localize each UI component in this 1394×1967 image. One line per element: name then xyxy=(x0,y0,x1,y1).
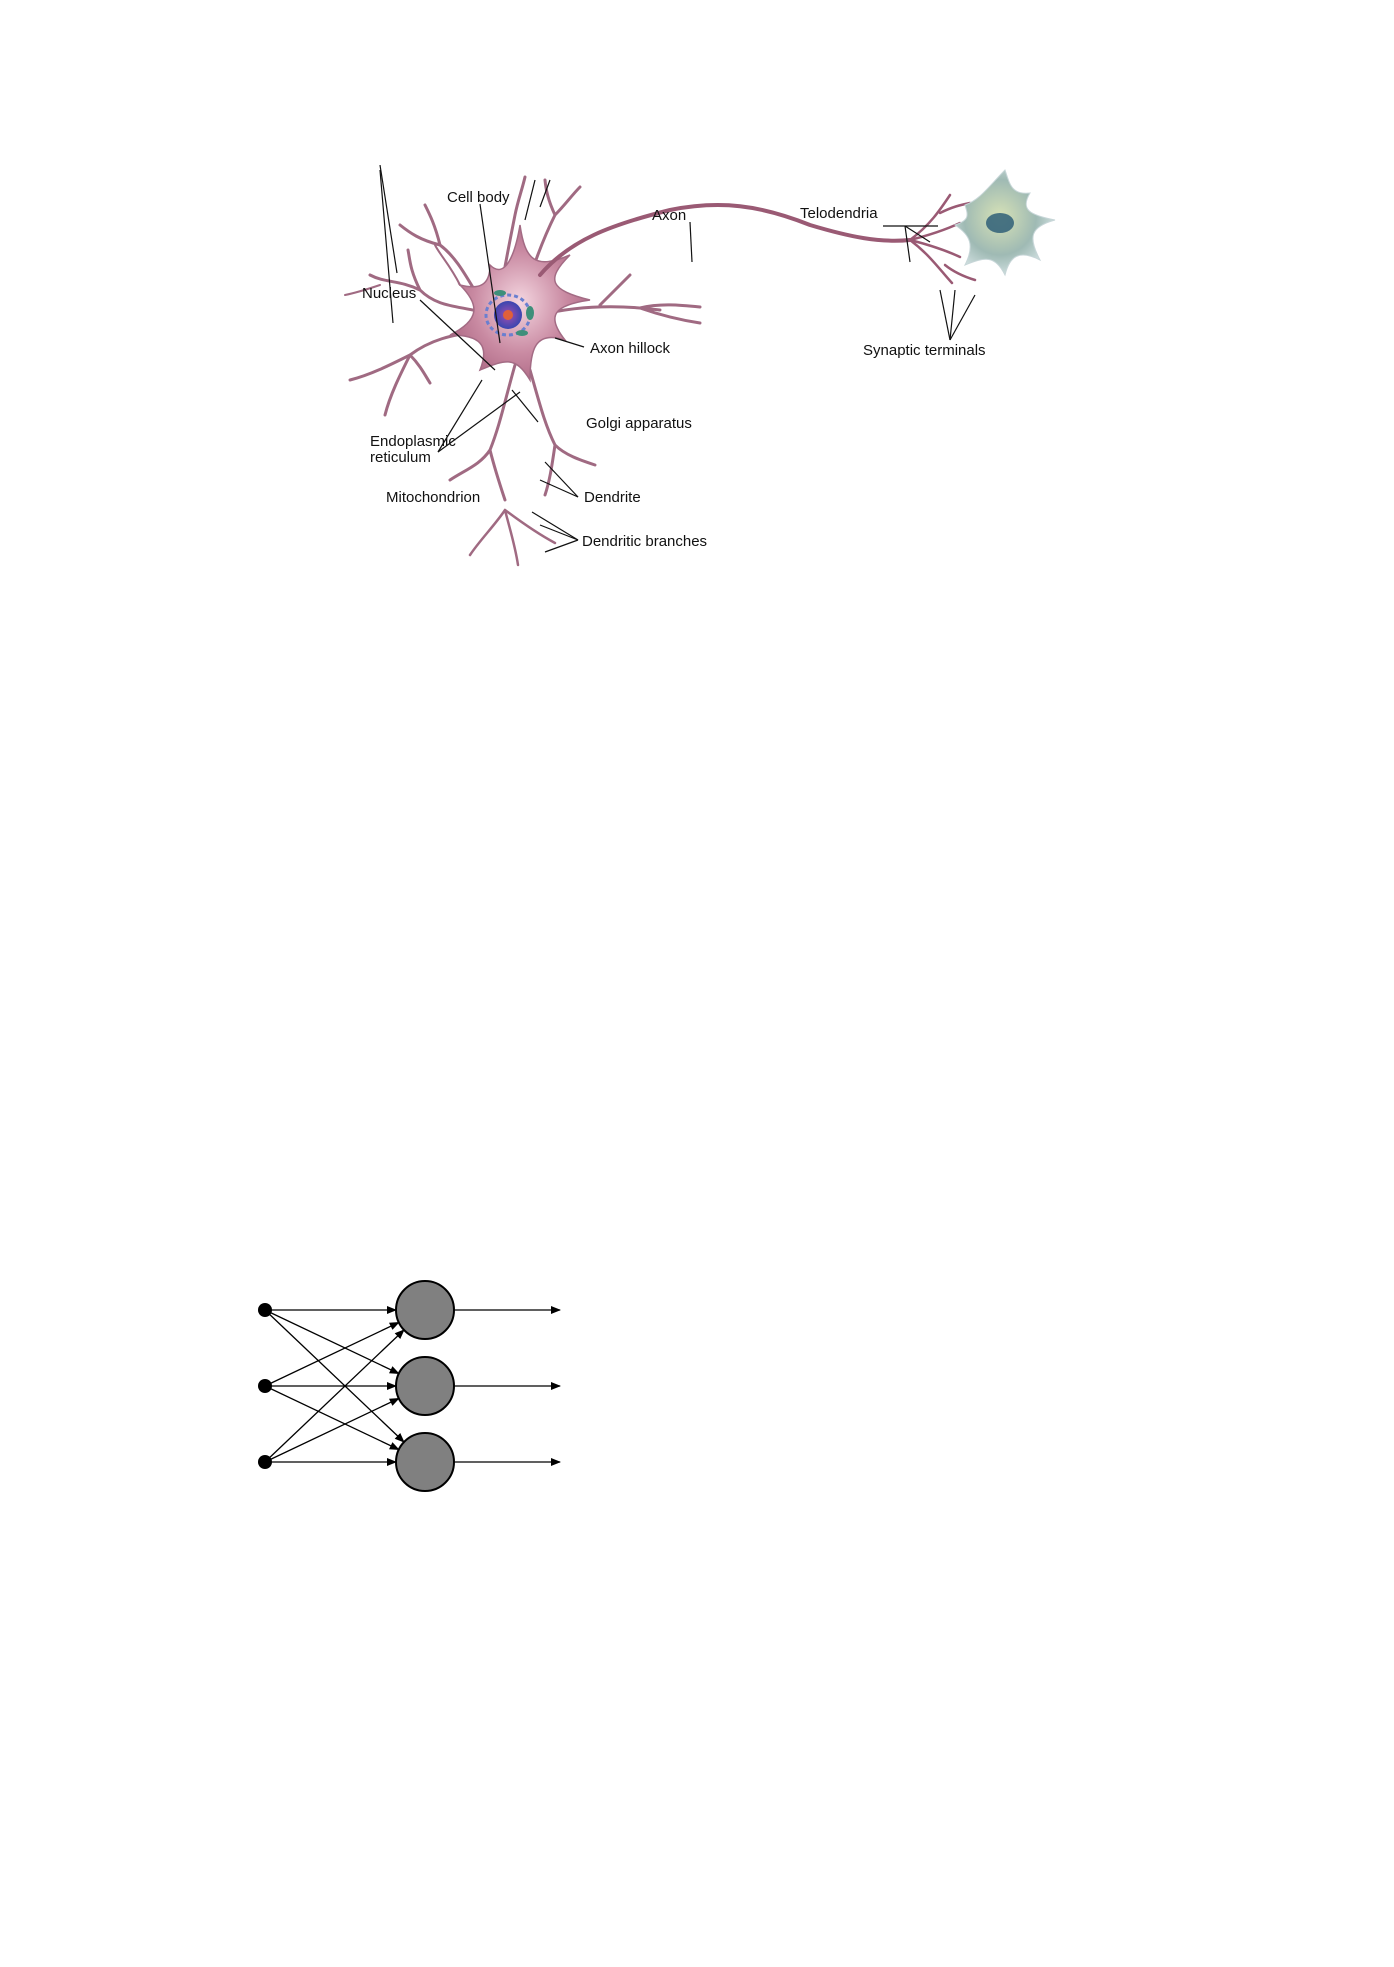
label-mitochondrion: Mitochondrion xyxy=(386,489,480,506)
label-axon-hillock: Axon hillock xyxy=(590,340,671,357)
cell-body-shape xyxy=(449,224,591,383)
network-neurons xyxy=(395,1280,455,1492)
label-reticulum: reticulum xyxy=(370,449,431,466)
axon-fiber xyxy=(538,203,912,277)
network-outputs xyxy=(454,1306,561,1466)
golgi-body xyxy=(526,306,534,320)
label-axon: Axon xyxy=(652,207,686,224)
neuron-node-3 xyxy=(395,1432,455,1492)
network-connections xyxy=(264,1306,405,1466)
neuron-node-2 xyxy=(395,1356,455,1416)
connection-2-3 xyxy=(264,1385,400,1451)
mitochondrion-shape xyxy=(494,290,506,296)
right-process xyxy=(538,273,702,325)
label-telodendria: Telodendria xyxy=(800,205,878,222)
label-nucleus: Nucleus xyxy=(362,285,416,302)
connection-1-3 xyxy=(264,1309,405,1443)
input-node-3 xyxy=(258,1455,272,1469)
dendrites xyxy=(344,175,597,567)
neuron-node-1 xyxy=(395,1280,455,1340)
input-node-2 xyxy=(258,1379,272,1393)
label-cell-body: Cell body xyxy=(447,189,510,206)
label-endoplasmic: Endoplasmic xyxy=(370,433,456,450)
connection-3-1 xyxy=(264,1329,405,1463)
mitochondrion-shape-2 xyxy=(516,330,528,336)
target-cell-nucleus xyxy=(986,213,1014,233)
neural-network-figure xyxy=(258,1280,561,1492)
label-dendritic-branches: Dendritic branches xyxy=(582,533,707,550)
network-inputs xyxy=(258,1303,272,1469)
neuron-labels-overlay: Cell body Axon Telodendria Nucleus Axon … xyxy=(362,189,986,553)
label-synaptic-terminals: Synaptic terminals xyxy=(863,342,986,359)
neuron-anatomy-figure xyxy=(344,165,1056,567)
label-golgi-apparatus: Golgi apparatus xyxy=(586,415,692,432)
nucleolus xyxy=(503,310,513,320)
label-dendrite: Dendrite xyxy=(584,489,641,506)
connection-2-1 xyxy=(264,1321,400,1387)
leader-lines xyxy=(379,165,551,324)
input-node-1 xyxy=(258,1303,272,1317)
connection-1-2 xyxy=(264,1309,400,1375)
connection-3-2 xyxy=(264,1397,400,1463)
